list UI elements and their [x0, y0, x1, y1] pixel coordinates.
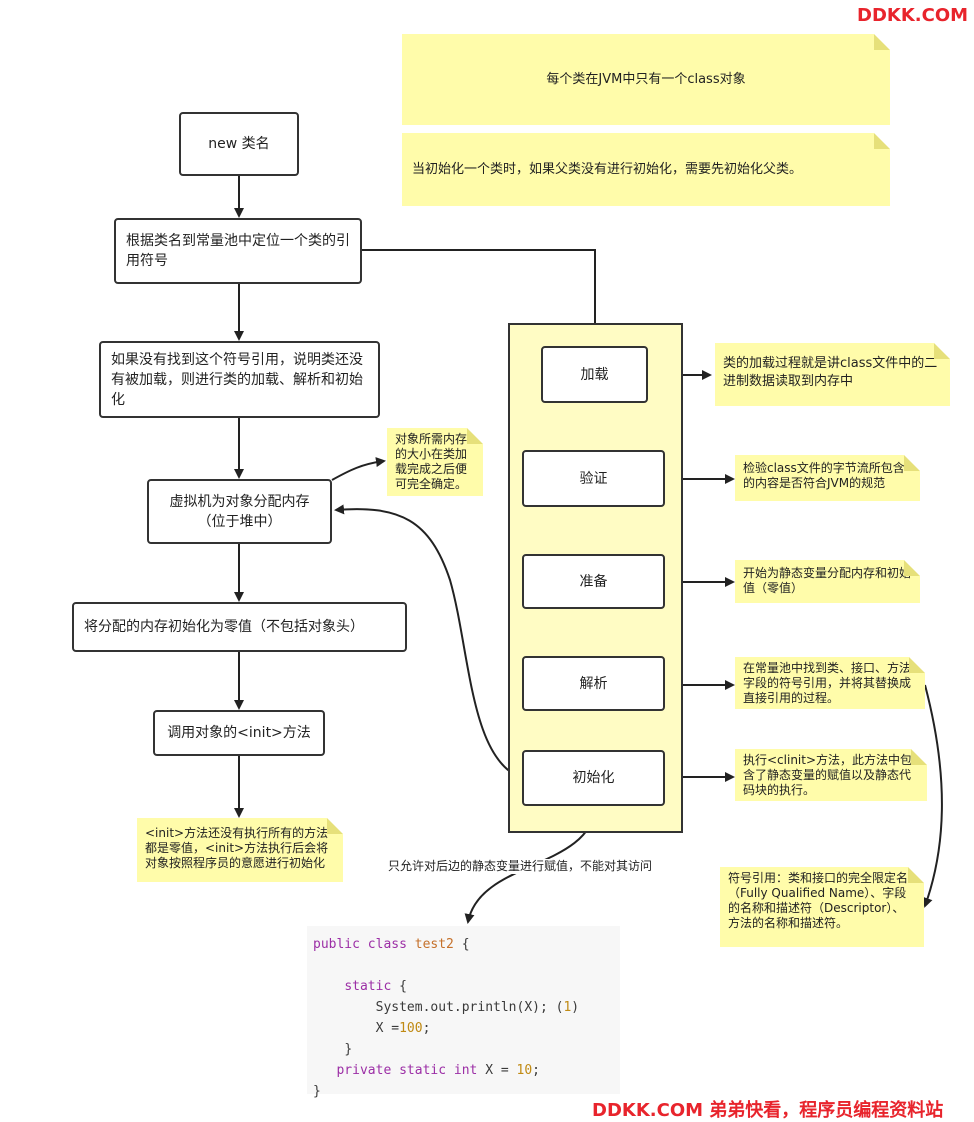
note-symbol-ref: 符号引用：类和接口的完全限定名（Fully Qualified Name）、字段…	[720, 867, 924, 947]
stage-verify-text: 验证	[579, 470, 608, 487]
box-locate-ref-text: 根据类名到常量池中定位一个类的引用符号	[126, 233, 350, 269]
box-locate-ref: 根据类名到常量池中定位一个类的引用符号	[114, 218, 362, 284]
stage-prepare: 准备	[522, 554, 665, 609]
code-line-4: X =100;	[376, 1021, 431, 1036]
box-allocate-memory: 虚拟机为对象分配内存（位于堆中）	[147, 479, 332, 544]
code-l4-number: 100	[399, 1021, 423, 1036]
arrow-resolve-to-symbol	[922, 684, 943, 908]
watermark-top: DDKK.COM	[857, 5, 969, 26]
note-jvm-one-class-text: 每个类在JVM中只有一个class对象	[546, 72, 746, 87]
box-call-init-text: 调用对象的<init>方法	[167, 725, 311, 741]
note-initialize-desc-text: 执行<clinit>方法，此方法中包含了静态变量的赋值以及静态代码块的执行。	[743, 753, 913, 797]
box-zero-init: 将分配的内存初始化为零值（不包括对象头）	[72, 602, 407, 652]
code-l6-number: 10	[516, 1063, 533, 1078]
note-init-parent: 当初始化一个类时，如果父类没有进行初始化，需要先初始化父类。	[402, 133, 890, 206]
box-call-init: 调用对象的<init>方法	[153, 710, 325, 756]
code-l4-end: ;	[422, 1021, 431, 1036]
stage-load: 加载	[541, 346, 648, 403]
code-l3-text: System.out.println(X); (	[375, 1000, 564, 1015]
note-resolve-desc: 在常量池中找到类、接口、方法字段的符号引用，并将其替换成直接引用的过程。	[735, 657, 925, 709]
note-prepare-desc-text: 开始为静态变量分配内存和初始值（零值）	[743, 566, 912, 595]
code-line-6: private static int X = 10;	[336, 1063, 540, 1078]
code-l6-text: X =	[485, 1063, 509, 1078]
stage-verify: 验证	[522, 450, 665, 507]
code-line-2: static {	[344, 979, 407, 994]
code-line-7: }	[313, 1084, 321, 1099]
arrow-initialize-to-allocate	[334, 504, 523, 779]
note-init-method: <init>方法还没有执行所有的方法都是零值，<init>方法执行后会将对象按照…	[137, 818, 343, 882]
stage-initialize-text: 初始化	[572, 770, 615, 786]
note-init-method-text: <init>方法还没有执行所有的方法都是零值，<init>方法执行后会将对象按照…	[145, 826, 329, 870]
note-initialize-desc: 执行<clinit>方法，此方法中包含了静态变量的赋值以及静态代码块的执行。	[735, 749, 927, 801]
note-init-parent-text: 当初始化一个类时，如果父类没有进行初始化，需要先初始化父类。	[412, 162, 803, 177]
code-l2-brace: {	[399, 979, 407, 994]
box-not-found-text: 如果没有找到这个符号引用，说明类还没有被加载，则进行类的加载、解析和初始化	[111, 351, 363, 408]
note-verify-desc-text: 检验class文件的字节流所包含的内容是否符合JVM的规范	[743, 461, 905, 490]
box-new-class: new 类名	[179, 112, 299, 176]
code-line-5: }	[344, 1042, 353, 1057]
stage-resolve: 解析	[522, 656, 665, 711]
arrow-locate-to-load	[362, 249, 600, 346]
code-l1-classname: test2	[414, 937, 454, 952]
note-verify-desc: 检验class文件的字节流所包含的内容是否符合JVM的规范	[735, 455, 920, 501]
code-l4-text: X =	[375, 1021, 400, 1036]
code-l1-keyword: public class	[313, 937, 407, 952]
code-l6-end: ;	[532, 1063, 540, 1078]
note-resolve-desc-text: 在常量池中找到类、接口、方法字段的符号引用，并将其替换成直接引用的过程。	[743, 661, 912, 705]
arrow-allocate-note	[331, 457, 386, 481]
code-l3-end: )	[571, 1000, 580, 1015]
box-not-found: 如果没有找到这个符号引用，说明类还没有被加载，则进行类的加载、解析和初始化	[99, 341, 380, 418]
edge-label-static-access: 只允许对后边的静态变量进行赋值，不能对其访问	[388, 859, 653, 874]
code-line-3: System.out.println(X); (1)	[376, 1000, 580, 1015]
note-prepare-desc: 开始为静态变量分配内存和初始值（零值）	[735, 560, 920, 603]
code-l2-keyword: static	[344, 979, 392, 994]
box-zero-init-text: 将分配的内存初始化为零值（不包括对象头）	[84, 619, 364, 635]
box-new-class-text: new 类名	[208, 136, 270, 152]
box-allocate-memory-text: 虚拟机为对象分配内存（位于堆中）	[169, 493, 310, 530]
code-l1-brace: {	[461, 937, 470, 952]
code-line-1: public class test2 {	[313, 937, 470, 952]
note-memory-size-text: 对象所需内存的大小在类加载完成之后便可完全确定。	[395, 432, 468, 491]
code-block: public class test2 { static { System.out…	[307, 926, 620, 1099]
note-load-desc-text: 类的加载过程就是讲class文件中的二进制数据读取到内存中	[723, 356, 938, 389]
note-symbol-ref-text: 符号引用：类和接口的完全限定名（Fully Qualified Name）、字段…	[728, 871, 909, 930]
watermark-bottom: DDKK.COM 弟弟快看，程序员编程资料站	[592, 1100, 944, 1121]
code-l6-keyword: private static int	[336, 1063, 478, 1078]
code-l3-number: 1	[563, 1000, 572, 1015]
stage-load-text: 加载	[580, 366, 609, 383]
note-jvm-one-class: 每个类在JVM中只有一个class对象	[402, 34, 890, 125]
stage-prepare-text: 准备	[579, 573, 608, 590]
stage-resolve-text: 解析	[579, 675, 608, 692]
note-load-desc: 类的加载过程就是讲class文件中的二进制数据读取到内存中	[715, 343, 950, 406]
stage-initialize: 初始化	[522, 750, 665, 806]
note-memory-size: 对象所需内存的大小在类加载完成之后便可完全确定。	[387, 428, 483, 496]
